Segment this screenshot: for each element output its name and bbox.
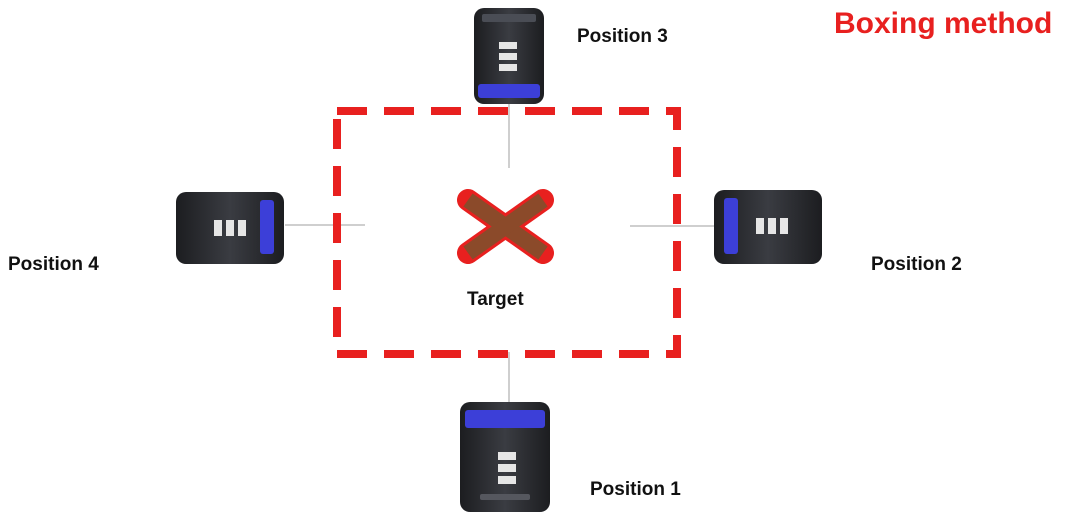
- device-position-3-icon: [474, 8, 544, 104]
- position-3-label: Position 3: [577, 26, 668, 47]
- device-position-1-icon: [460, 402, 550, 512]
- device-position-2-icon: [714, 190, 822, 264]
- target-label: Target: [467, 289, 524, 310]
- target-x-marker-icon: [457, 189, 554, 264]
- position-1-label: Position 1: [590, 479, 681, 500]
- device-position-4-icon: [176, 192, 284, 264]
- diagram-title: Boxing method: [834, 7, 1053, 40]
- position-4-label: Position 4: [8, 254, 99, 275]
- position-2-label: Position 2: [871, 254, 962, 275]
- boxing-area-dashed-box: [333, 107, 681, 358]
- cables: [285, 103, 714, 402]
